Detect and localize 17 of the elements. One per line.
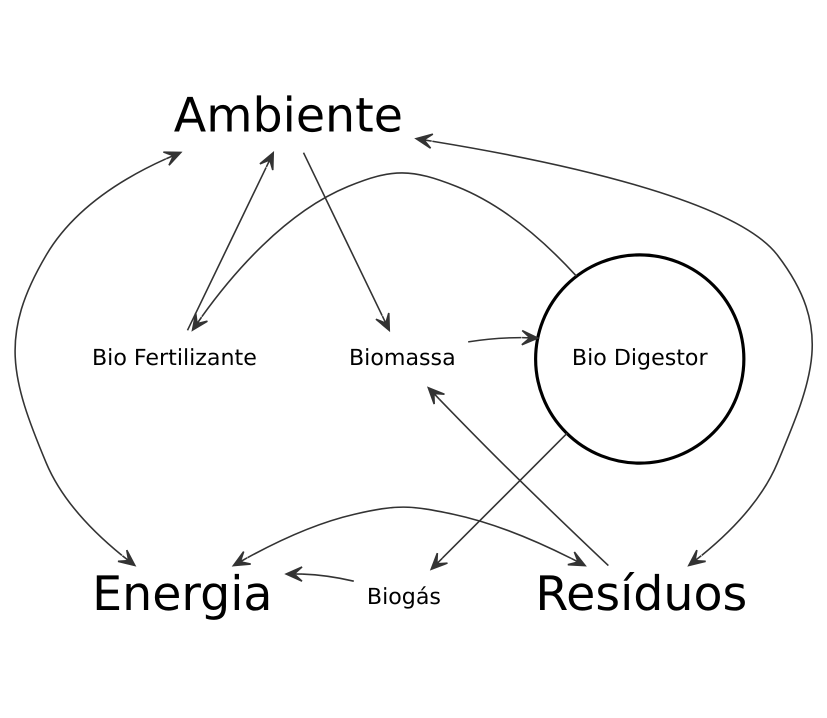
arrow	[428, 386, 609, 566]
arrow	[302, 152, 390, 332]
node-text: Energia	[92, 567, 273, 622]
arrow	[468, 330, 539, 346]
node-circle: Bio Digestor	[534, 253, 746, 465]
node-text: Resíduos	[535, 567, 748, 622]
arrow	[430, 432, 568, 570]
node-text: Biogás	[366, 584, 441, 610]
node-text: Ambiente	[174, 88, 403, 144]
arrow	[186, 152, 274, 331]
arrow	[14, 151, 182, 566]
arrow	[232, 506, 586, 566]
arrow	[415, 133, 813, 566]
node-text: Biomassa	[349, 344, 456, 371]
node-text: Bio Fertilizante	[92, 344, 257, 371]
arrow	[192, 172, 577, 331]
arrow	[285, 566, 354, 582]
